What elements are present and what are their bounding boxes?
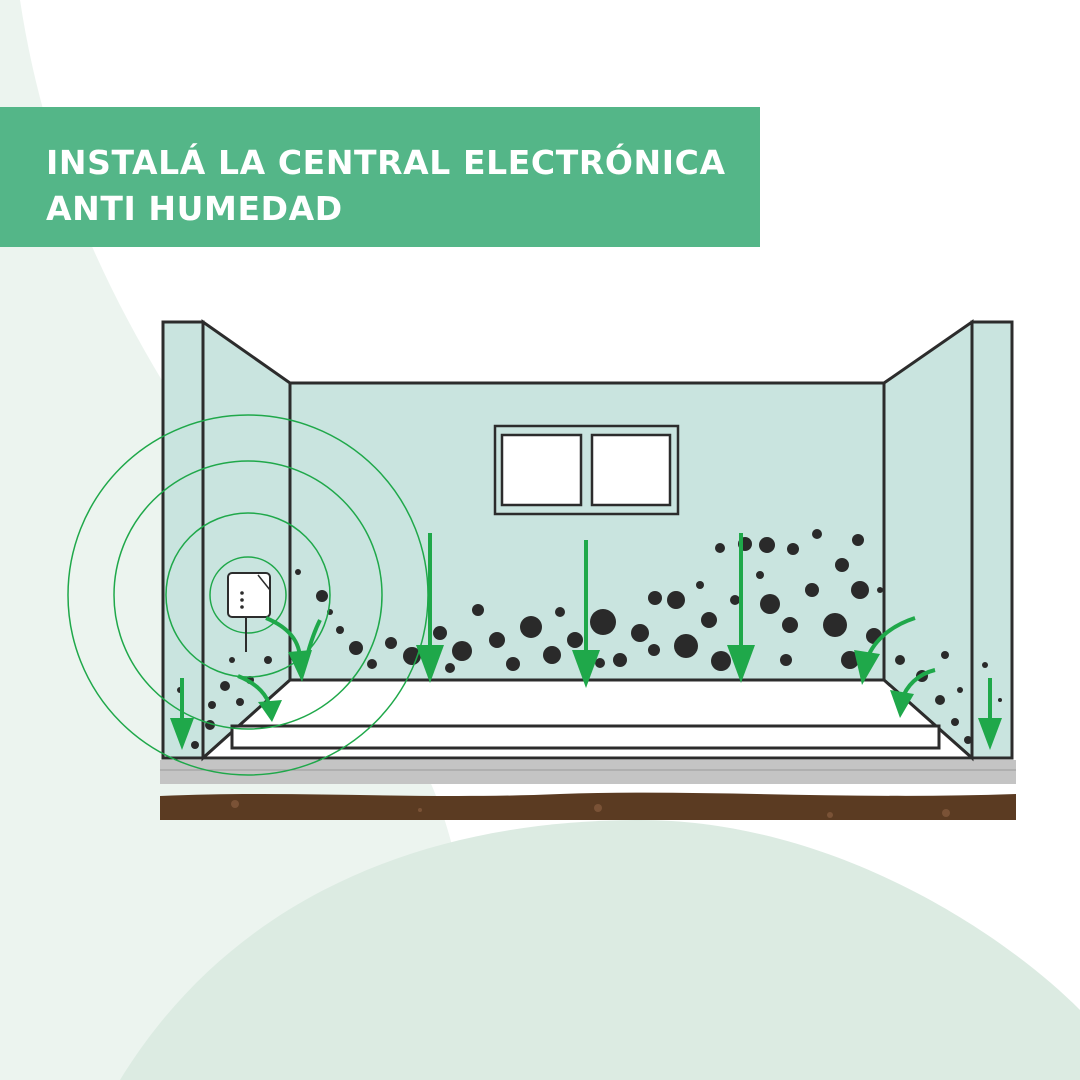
- humidity-down-arrows: [170, 533, 1002, 750]
- down-arrow-icon: [890, 668, 936, 718]
- down-arrow-icon: [170, 678, 194, 750]
- title-banner: INSTALÁ LA CENTRAL ELECTRÓNICA ANTI HUME…: [0, 107, 760, 247]
- down-arrow-icon: [237, 674, 282, 722]
- down-arrow-icon: [978, 678, 1002, 750]
- title-line-1: INSTALÁ LA CENTRAL ELECTRÓNICA: [46, 143, 726, 182]
- soil-layer: [160, 792, 1016, 820]
- down-arrow-icon: [304, 619, 322, 661]
- window: [493, 424, 680, 516]
- floor: [199, 678, 976, 760]
- anti-humidity-device-icon: [227, 572, 271, 652]
- title-line-2: ANTI HUMEDAD: [46, 189, 343, 228]
- concrete-slab: [160, 760, 1016, 784]
- down-arrow-icon: [572, 540, 600, 688]
- down-arrow-icon: [416, 533, 444, 683]
- down-arrow-icon: [727, 533, 755, 683]
- down-arrow-icon: [854, 616, 916, 685]
